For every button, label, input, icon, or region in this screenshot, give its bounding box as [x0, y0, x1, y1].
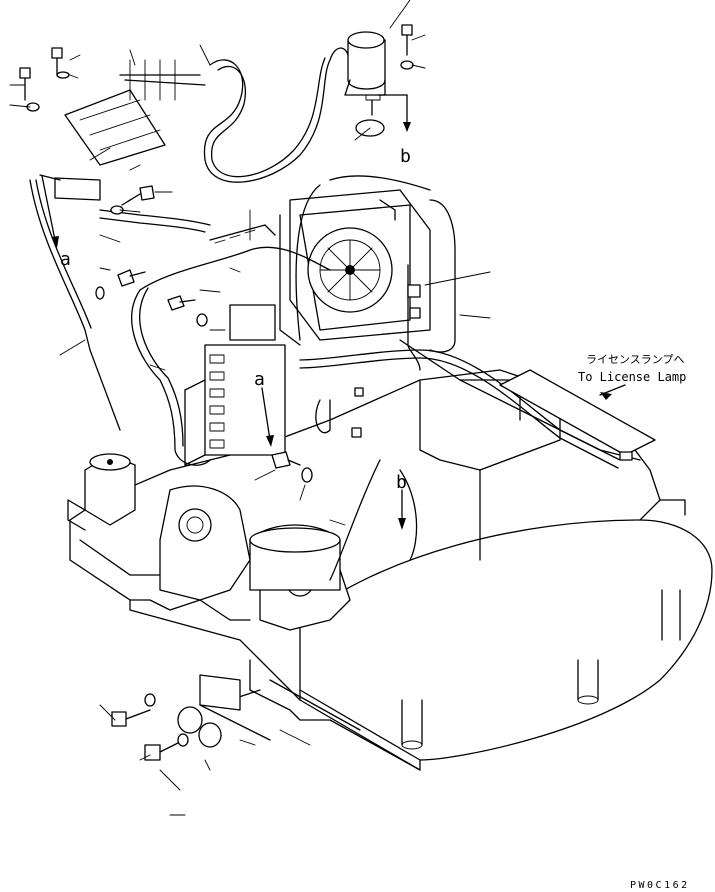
lower-lamp-parts	[111, 674, 271, 761]
leader-lines	[9, 0, 491, 816]
main-frame	[69, 369, 713, 771]
callout-a-top: a	[60, 249, 71, 270]
drawing-code: PW0C162	[630, 880, 690, 891]
wire-harness	[19, 47, 349, 431]
callout-b-top: b	[400, 146, 411, 167]
license-plate-bracket	[499, 369, 656, 461]
left-solenoid-box	[67, 453, 136, 531]
license-lamp-note-en: To License Lamp	[578, 370, 686, 384]
callout-b-mid: b	[396, 472, 407, 493]
callout-arrows	[261, 387, 406, 530]
main-harness-route	[131, 175, 641, 469]
callout-a-mid: a	[254, 369, 265, 390]
radiator-assembly	[279, 189, 431, 346]
license-lamp-note-jp: ライセンスランプへ	[586, 353, 684, 366]
middle-bolts	[95, 269, 418, 581]
horn-unit	[344, 24, 414, 137]
